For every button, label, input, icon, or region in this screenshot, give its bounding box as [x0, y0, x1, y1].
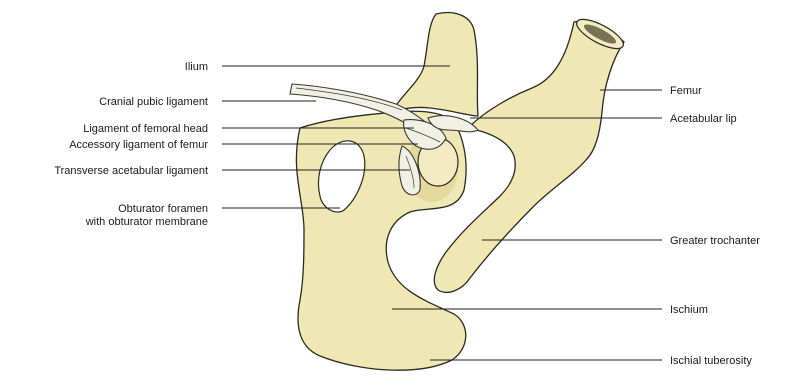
right-labels: Femur Acetabular lip Greater trochanter …: [670, 85, 760, 367]
label-ilium: Ilium: [185, 61, 208, 73]
left-labels: Ilium Cranial pubic ligament Ligament of…: [54, 61, 208, 228]
label-accessory-ligament: Accessory ligament of femur: [69, 139, 208, 151]
label-acetabular-lip: Acetabular lip: [670, 113, 737, 125]
label-greater-trochanter: Greater trochanter: [670, 235, 760, 247]
label-transverse-acetabular: Transverse acetabular ligament: [54, 165, 208, 177]
label-obturator-line2: with obturator membrane: [85, 216, 208, 228]
label-obturator-line1: Obturator foramen: [118, 203, 208, 215]
label-femur: Femur: [670, 85, 702, 97]
label-ischial-tuberosity: Ischial tuberosity: [670, 355, 752, 367]
label-ischium: Ischium: [670, 304, 708, 316]
label-cranial-pubic-ligament: Cranial pubic ligament: [99, 96, 208, 108]
label-ligament-femoral-head: Ligament of femoral head: [83, 123, 208, 135]
